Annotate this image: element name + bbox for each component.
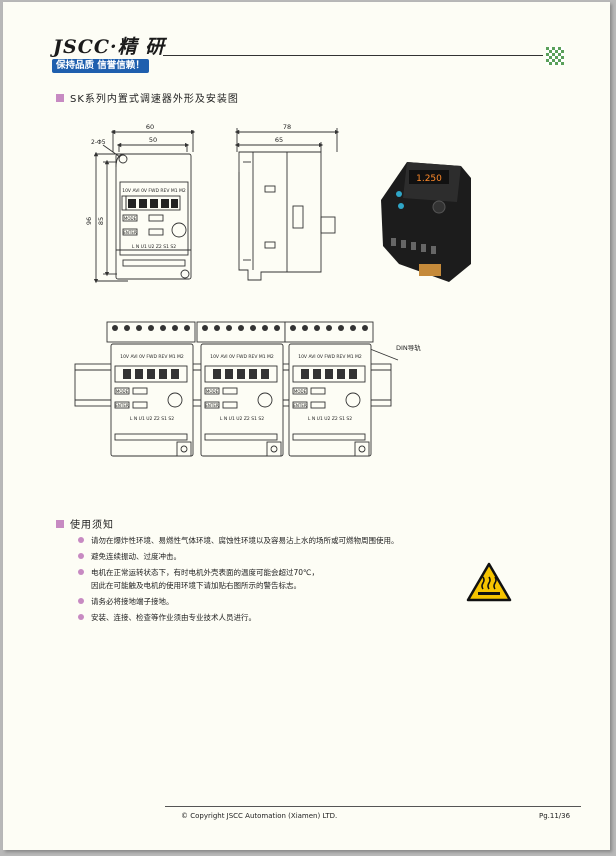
- bullet-dot-icon: [78, 614, 84, 620]
- front-mode-label: MODE: [124, 216, 137, 221]
- module2-terminal-top: 10V AVI 0V FWD REV M1 M2: [210, 354, 274, 360]
- note-item: 安装、连接、检查等作业须由专业技术人员进行。: [78, 611, 399, 624]
- front-enter-label: ENTER: [123, 230, 136, 235]
- usage-notes-list: 请勿在爆炸性环境、易燃性气体环境、腐蚀性环境以及容易沾上水的场所或可燃物周围使用…: [78, 534, 399, 627]
- din-module-1: 10V AVI 0V FWD REV M1 M2 L N U1 U2 Z2 S1…: [106, 321, 196, 457]
- bullet-dot-icon: [78, 598, 84, 604]
- dim-width-inner: 50: [149, 136, 157, 144]
- copyright-icon: ©: [181, 812, 188, 820]
- product-photo: 1.250: [381, 162, 471, 282]
- module3-terminal-top: 10V AVI 0V FWD REV M1 M2: [298, 354, 362, 360]
- footer-rule: [165, 806, 581, 807]
- dim-height-inner: 85: [97, 217, 105, 225]
- copyright-text: © Copyright JSCC Automation (Xiamen) LTD…: [181, 812, 338, 820]
- module1-terminal-top: 10V AVI 0V FWD REV M1 M2: [120, 354, 184, 360]
- note-item: 请勿在爆炸性环境、易燃性气体环境、腐蚀性环境以及容易沾上水的场所或可燃物周围使用…: [78, 534, 399, 547]
- front-view-segments: [128, 199, 178, 208]
- manual-page: JSCC·精 研 保持品质 信誉信赖！ SK系列内置式调速器外形及安装图: [3, 2, 610, 850]
- dim-depth-outer: 78: [283, 123, 291, 131]
- section-title-notes: 使用须知: [56, 516, 114, 531]
- section-bullet-icon: [56, 93, 64, 102]
- module3-terminal-bottom: L N U1 U2 Z2 S1 S2: [308, 416, 352, 422]
- module3-mode-label: MODE: [294, 389, 307, 394]
- din-rail-label: DIN导轨: [396, 343, 421, 352]
- side-view: [234, 128, 340, 281]
- dim-width-outer: 60: [146, 123, 154, 131]
- header-rule: [163, 55, 543, 56]
- bullet-dot-icon: [78, 569, 84, 575]
- bullet-dot-icon: [78, 537, 84, 543]
- brand-tagline: 保持品质 信誉信赖！: [52, 59, 149, 73]
- module1-mode-label: MODE: [116, 389, 129, 394]
- front-terminal-top: 10V AVI 0V FWD REV M1 M2: [122, 188, 186, 194]
- section-bullet-icon: [56, 519, 64, 528]
- checker-logo-icon: [546, 47, 564, 65]
- dim-depth-inner: 65: [275, 136, 283, 144]
- outline-drawing: 60 50 96 85 2-Φ5 10V AVI 0V FWD REV M1 M…: [74, 123, 471, 457]
- module1-terminal-bottom: L N U1 U2 Z2 S1 S2: [130, 416, 174, 422]
- page-number: Pg.11/36: [539, 812, 571, 820]
- din-module-3: 10V AVI 0V FWD REV M1 M2 L N U1 U2 Z2 S1…: [284, 321, 374, 457]
- front-view: [93, 129, 196, 284]
- note-item: 请务必将接地端子接地。: [78, 595, 399, 608]
- brand-logo: JSCC·精 研: [53, 36, 166, 58]
- module2-enter-label: ENTER: [205, 403, 218, 408]
- photo-display: 1.250: [416, 174, 442, 184]
- module2-terminal-bottom: L N U1 U2 Z2 S1 S2: [220, 416, 264, 422]
- bullet-dot-icon: [78, 553, 84, 559]
- hot-surface-warning-icon: [466, 562, 512, 602]
- module3-enter-label: ENTER: [293, 403, 306, 408]
- dim-height-outer: 96: [85, 217, 93, 225]
- front-terminal-bottom: L N U1 U2 Z2 S1 S2: [132, 244, 176, 250]
- hole-label: 2-Φ5: [91, 139, 106, 146]
- note-item: 电机在正常运转状态下，有时电机外壳表面的温度可能会超过70℃，因此在可能触及电机…: [78, 566, 399, 592]
- module2-mode-label: MODE: [206, 389, 219, 394]
- module1-enter-label: ENTER: [115, 403, 128, 408]
- section-title-outline: SK系列内置式调速器外形及安装图: [56, 90, 239, 105]
- note-item: 避免连续振动、过度冲击。: [78, 550, 399, 563]
- din-module-2: 10V AVI 0V FWD REV M1 M2 L N U1 U2 Z2 S1…: [196, 321, 286, 457]
